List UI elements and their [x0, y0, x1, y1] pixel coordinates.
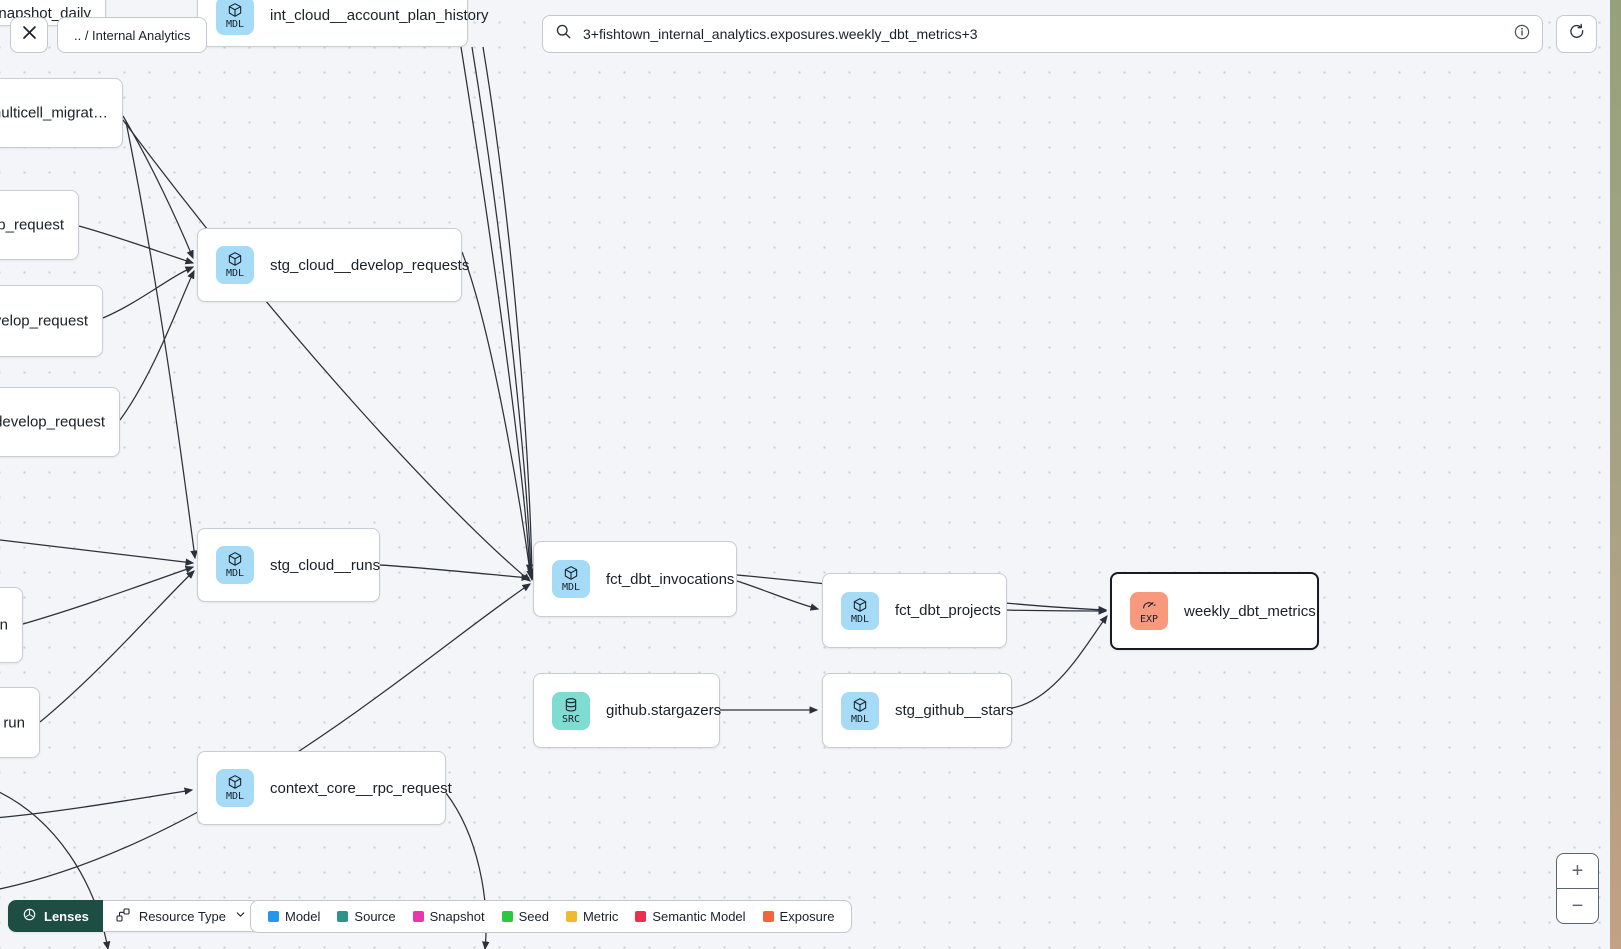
node-label: p_request [0, 216, 64, 234]
legend-swatch [635, 911, 647, 922]
close-icon [22, 25, 37, 45]
legend-label: Exposure [779, 909, 835, 924]
gauge-icon: EXP [1130, 592, 1168, 630]
search-icon [555, 23, 572, 45]
node-fct-dbt-projects[interactable]: MDL fct_dbt_projects [822, 573, 1007, 648]
legend-swatch [412, 911, 424, 922]
desktop-background-strip [1610, 0, 1621, 949]
zoom-in-button[interactable]: + [1571, 859, 1584, 882]
cube-icon: MDL [841, 591, 879, 630]
legend-item-snapshot: Snapshot [412, 909, 485, 924]
resource-type-legend: Model Source Snapshot Seed Metric Semantic Mo… [250, 900, 853, 933]
node-weekly-dbt-metrics[interactable]: EXP weekly_dbt_metrics [1110, 572, 1319, 650]
node-snapshot-daily[interactable]: MDLsnapshot_daily [0, 0, 106, 26]
node-int-cloud-account-plan-history[interactable]: MDL int_cloud__account_plan_history [197, 0, 489, 47]
node-label: weekly_dbt_metrics [1184, 602, 1316, 620]
legend-swatch [762, 911, 774, 922]
cube-icon: MDL [841, 691, 879, 730]
chevron-down-icon [234, 908, 247, 924]
node-label: fct_dbt_projects [895, 602, 1001, 619]
node-velop-request[interactable]: MDLvelop_request [0, 285, 103, 357]
refresh-icon [1568, 23, 1586, 46]
legend-swatch [501, 911, 513, 922]
node-label: multicell_migrat… [0, 104, 108, 122]
search-bar [542, 15, 1543, 53]
legend-label: Model [285, 909, 321, 924]
legend-swatch [268, 911, 279, 922]
badge-label: MDL [850, 613, 870, 625]
cube-icon: MDL [216, 546, 254, 584]
breadcrumb-label: .. / Internal Analytics [74, 27, 191, 43]
badge-label: SRC [561, 713, 581, 725]
legend-label: Snapshot [429, 909, 485, 924]
resource-type-label: Resource Type [138, 908, 227, 924]
node-node-run[interactable]: MDLrun [0, 687, 40, 758]
lenses-button[interactable]: Lenses [8, 900, 103, 932]
node-label: github.stargazers [606, 702, 722, 719]
cube-icon: MDL [552, 560, 590, 598]
node-github-stargazers[interactable]: SRC github.stargazers [533, 673, 722, 748]
node-label: stg_cloud__runs [270, 556, 381, 574]
badge-label: MDL [225, 568, 245, 579]
badge-label: MDL [225, 791, 245, 802]
search-input[interactable] [581, 25, 1505, 43]
legend-item-source: Source [337, 909, 396, 924]
node-label: int_cloud__account_plan_history [270, 7, 489, 24]
lenses-toolbar: Lenses Resource Type [8, 900, 261, 932]
legend-item-semantic-model: Semantic Model [635, 909, 746, 924]
node-label: stg_github__stars [895, 702, 1014, 719]
node-stg-cloud-develop-requests[interactable]: MDL stg_cloud__develop_requests [197, 228, 469, 302]
cube-icon: MDL [216, 246, 254, 284]
zoom-out-button[interactable]: − [1571, 894, 1584, 917]
node-context-core-rpc-request[interactable]: MDL context_core__rpc_request [197, 751, 452, 825]
close-button[interactable] [10, 17, 48, 53]
badge-label: MDL [850, 713, 870, 725]
legend-label: Source [354, 909, 396, 924]
legend-item-seed: Seed [501, 909, 549, 924]
lens-icon [22, 907, 37, 925]
legend-swatch [565, 911, 577, 922]
node-label: fct_dbt_invocations [606, 570, 735, 588]
zoom-divider [1557, 888, 1598, 889]
zoom-controls: + − [1556, 853, 1599, 924]
legend-item-metric: Metric [565, 909, 619, 924]
node-label: run [3, 714, 25, 731]
node-stg-cloud-runs[interactable]: MDL stg_cloud__runs [197, 528, 380, 602]
refresh-button[interactable] [1556, 15, 1597, 53]
node-node-n[interactable]: MDLn [0, 587, 23, 663]
legend-label: Metric [582, 909, 619, 924]
breadcrumb[interactable]: .. / Internal Analytics [57, 17, 208, 53]
node-multicell-migrat[interactable]: MDLmulticell_migrat… [0, 78, 123, 148]
badge-label: MDL [225, 18, 245, 30]
node-label: velop_request [0, 312, 88, 330]
badge-label: MDL [561, 582, 581, 593]
cube-icon: MDL [216, 0, 254, 35]
legend-swatch [337, 911, 349, 922]
legend-label: Seed [518, 909, 549, 924]
hierarchy-icon [115, 907, 131, 926]
resource-type-dropdown[interactable]: Resource Type [102, 900, 261, 932]
badge-label: EXP [1139, 614, 1159, 625]
node-label: develop_request [0, 413, 105, 431]
node-label: n [0, 616, 8, 634]
cube-icon: MDL [216, 769, 254, 807]
node-stg-github-stars[interactable]: MDL stg_github__stars [822, 673, 1014, 748]
node-label: stg_cloud__develop_requests [270, 256, 470, 274]
node-develop-request[interactable]: MDLdevelop_request [0, 387, 120, 457]
node-label: context_core__rpc_request [270, 779, 452, 797]
badge-label: MDL [225, 268, 245, 279]
legend-item-exposure: Exposure [762, 909, 835, 924]
info-icon[interactable] [1514, 24, 1530, 45]
legend-item-model: Model [268, 909, 320, 924]
node-fct-dbt-invocations[interactable]: MDL fct_dbt_invocations [533, 541, 737, 617]
lenses-label: Lenses [44, 908, 89, 924]
node-p-request[interactable]: MDLp_request [0, 190, 79, 260]
legend-label: Semantic Model [652, 909, 746, 924]
database-icon: SRC [552, 691, 590, 730]
